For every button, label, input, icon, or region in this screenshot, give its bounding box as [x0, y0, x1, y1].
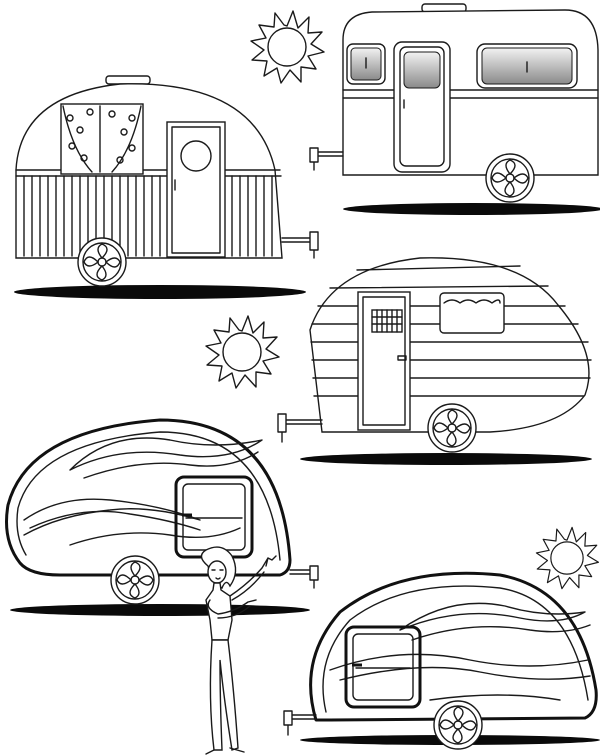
waving-girl-figure [200, 546, 277, 755]
sun-icon [535, 526, 600, 590]
sun-icon [205, 315, 280, 389]
striped-trailer-icon [277, 257, 592, 465]
teardrop-trailer-icon [14, 75, 319, 299]
box-trailer-icon [309, 3, 600, 215]
swirl-trailer-icon [5, 418, 319, 616]
small-swirl-trailer-icon [283, 571, 600, 750]
sun-icon [250, 10, 325, 84]
